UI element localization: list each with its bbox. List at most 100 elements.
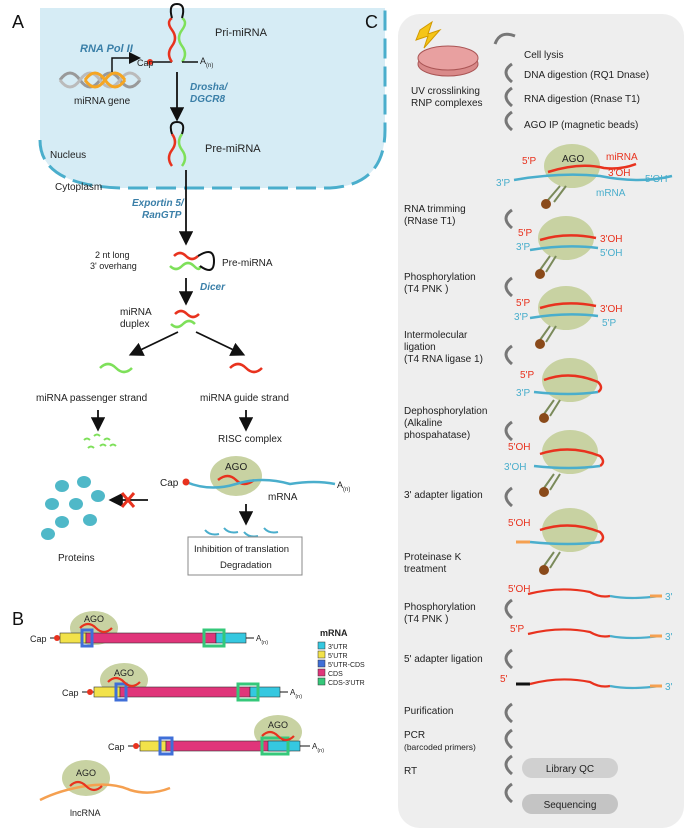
step-5-adapter: 5' adapter ligation — [404, 654, 483, 665]
dgcr8-label: DGCR8 — [190, 94, 225, 105]
uv-petri-dish-icon — [415, 20, 479, 77]
uv-line-1: UV crosslinking — [411, 86, 480, 97]
step-proteinase-1: Proteinase K — [404, 552, 462, 563]
c1-mrna: mRNA — [596, 188, 626, 199]
step-trimming-1: RNA trimming — [404, 204, 466, 215]
fr2-3: 3' — [665, 632, 673, 643]
free-rna-3 — [516, 678, 662, 690]
step-arrows-top — [493, 32, 516, 132]
step-ligation-2: ligation — [404, 342, 436, 353]
b-poly-a-3: A(n) — [312, 742, 324, 754]
arrow-pcr — [504, 728, 514, 750]
mrna-label: mRNA — [268, 492, 298, 503]
b-cap-label-2: Cap — [62, 688, 79, 698]
arrow-purification — [504, 702, 514, 724]
nucleus-region — [40, 8, 385, 188]
step-phos2-2: (T4 PNK ) — [404, 614, 448, 625]
fr1-3: 3' — [665, 592, 673, 603]
step-trimming-2: (RNase T1) — [404, 216, 456, 227]
pri-mirna-label: Pri-miRNA — [215, 27, 268, 39]
library-qc-pill — [522, 758, 618, 778]
protein-dots — [41, 476, 105, 540]
panel-a-label: A — [12, 12, 24, 32]
arrow-ligation — [504, 344, 514, 366]
c2-5oh: 5'OH — [600, 248, 622, 259]
poly-a-label-2: A(n) — [337, 480, 350, 493]
transcription-arrow — [111, 52, 141, 72]
free-rna-1 — [527, 588, 662, 600]
complex-3 — [529, 286, 599, 349]
mrna-binding-5utr-cds — [50, 611, 254, 648]
step-ago-ip: AGO IP (magnetic beads) — [524, 120, 638, 131]
b-ago-label-2: AGO — [114, 668, 134, 678]
guide-strand — [229, 362, 263, 374]
dicer-label: Dicer — [200, 282, 226, 293]
b-cap-label-3: Cap — [108, 742, 125, 752]
outcome-box — [187, 536, 303, 576]
c5-5oh: 5'OH — [508, 442, 530, 453]
legend-title: mRNA — [320, 628, 348, 638]
c6-5oh: 5'OH — [508, 518, 530, 529]
c1-3oh: 3'OH — [608, 168, 630, 179]
c2-3oh: 3'OH — [600, 234, 622, 245]
arrow-qc — [504, 782, 514, 804]
c5-3oh: 3'OH — [504, 462, 526, 473]
fr3-3: 3' — [665, 682, 673, 693]
panel-c-label: C — [365, 12, 378, 32]
degradation-label: Degradation — [220, 560, 272, 571]
c3-3p: 3'P — [514, 312, 528, 323]
blocked-x-icon — [120, 492, 136, 508]
pre-mirna-cytoplasm-label: Pre-miRNA — [222, 258, 273, 269]
rna-pol-ii-label: RNA Pol II — [80, 43, 134, 55]
mrna-binding-5utr — [82, 663, 288, 702]
target-mrna — [185, 478, 336, 489]
legend-5utr-cds: 5'UTR-CDS — [328, 662, 365, 669]
step-pcr-1: PCR — [404, 730, 425, 741]
cap-label: Cap — [137, 58, 154, 68]
risc-label: RISC complex — [218, 434, 282, 445]
free-rna-2 — [527, 628, 662, 640]
legend-3utr: 3'UTR — [328, 644, 348, 651]
pre-mirna-hairpin — [167, 120, 187, 167]
step-phos2-1: Phosphorylation — [404, 602, 476, 613]
pri-mirna-hairpin — [147, 2, 198, 65]
complex-2 — [529, 216, 599, 279]
legend: 3'UTR 5'UTR 5'UTR-CDS CDS CDS-3'UTR — [317, 641, 365, 687]
step-dephos-2: (Alkaline — [404, 418, 443, 429]
step-phos-2: (T4 PNK ) — [404, 284, 448, 295]
step-ligation-3: (T4 RNA ligase 1) — [404, 354, 483, 365]
c1-ago: AGO — [562, 154, 584, 165]
inhibition-label: Inhibition of translation — [194, 544, 289, 555]
risc-mirna — [217, 474, 255, 486]
step-dephos-1: Dephosphorylation — [404, 406, 487, 417]
overhang-line-1: 2 nt long — [95, 250, 130, 260]
step-dna-digestion: DNA digestion (RQ1 Dnase) — [524, 70, 649, 81]
duplex-line-2: duplex — [120, 319, 149, 330]
step-proteinase-2: treatment — [404, 564, 446, 575]
arrow-trimming — [504, 208, 514, 230]
b-ago-label-3: AGO — [268, 720, 288, 730]
nuclear-envelope — [38, 8, 387, 190]
legend-5utr: 5'UTR — [328, 653, 348, 660]
step-pcr-2: (barcoded primers) — [404, 742, 476, 752]
panel-b-label: B — [12, 609, 24, 629]
mrna-binding-cds-3utr — [128, 715, 310, 756]
step-rt: RT — [404, 766, 417, 777]
legend-cds: CDS — [328, 671, 343, 678]
library-qc-label: Library QC — [546, 764, 594, 775]
rangtp-label: RanGTP — [142, 210, 182, 221]
sequencing-label: Sequencing — [544, 800, 597, 811]
duplex-line-1: miRNA — [120, 307, 152, 318]
mirna-gene-dna — [58, 71, 142, 89]
b-cap-label-1: Cap — [30, 634, 47, 644]
exportin-label: Exportin 5/ — [132, 198, 185, 209]
step-rna-digestion: RNA digestion (Rnase T1) — [524, 94, 640, 105]
b-poly-a-2: A(n) — [290, 688, 302, 700]
b-ago-label-1: AGO — [84, 614, 104, 624]
lncrna-label: lncRNA — [70, 808, 101, 818]
mirna-duplex — [170, 309, 200, 329]
arrow-rt — [504, 754, 514, 776]
passenger-strand — [99, 362, 133, 374]
complex-6 — [516, 508, 605, 575]
